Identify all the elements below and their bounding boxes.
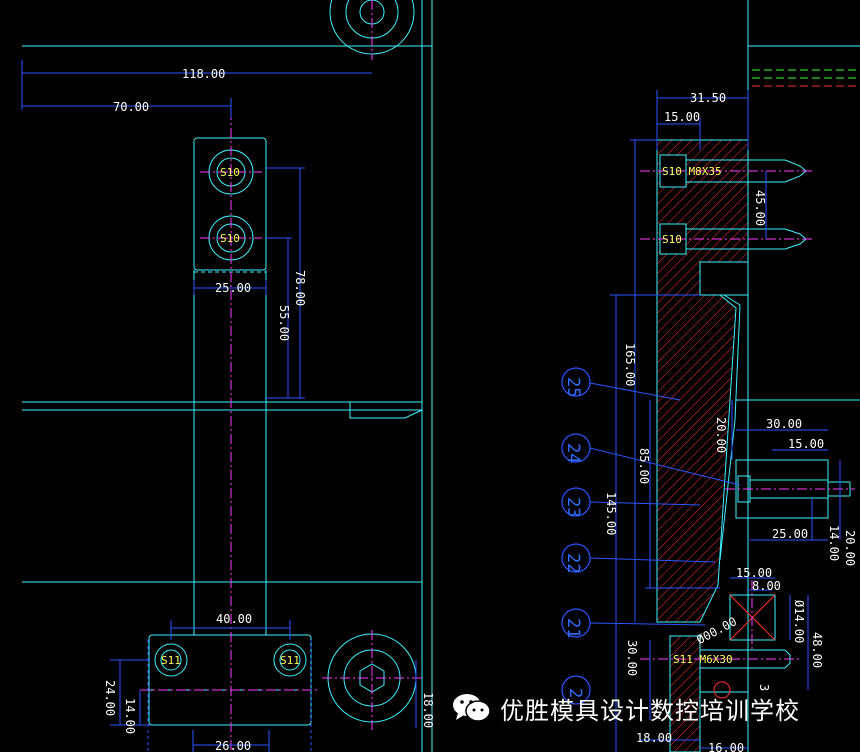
- dim-14: 14.00: [123, 698, 137, 734]
- left-view: [22, 0, 433, 752]
- screw-label-s10-upper: S10: [220, 166, 240, 179]
- balloon-25: 25: [563, 377, 583, 397]
- screw-label-s10-m8x35: S10 M8X35: [662, 165, 722, 178]
- dim-30: 30.00: [766, 417, 802, 431]
- dim-55: 55.00: [277, 305, 291, 341]
- balloon-21: 21: [563, 618, 583, 638]
- dim-16: 16.00: [708, 741, 744, 752]
- balloon-24: 24: [563, 443, 583, 463]
- dim-14-r: 14.00: [827, 525, 841, 561]
- dim-18: 18.00: [421, 692, 435, 728]
- wechat-icon: [453, 694, 491, 722]
- dim-15-top: 15.00: [664, 110, 700, 124]
- part-balloons: [561, 367, 591, 705]
- dim-phi-14: Ø14.00: [792, 600, 806, 643]
- dim-165: 165.00: [623, 343, 637, 386]
- left-dimension-lines: [21, 60, 417, 752]
- screw-label-s11-right: S11: [280, 654, 300, 667]
- watermark-text: 优胜模具设计数控培训学校: [500, 696, 800, 725]
- dim-15-b: 15.00: [788, 437, 824, 451]
- balloon-23: 23: [563, 497, 583, 517]
- dim-18-r: 18.00: [636, 731, 672, 745]
- dim-48: 48.00: [810, 632, 824, 668]
- balloon-22: 22: [563, 553, 583, 573]
- dim-15-c: 15.00: [736, 566, 772, 580]
- dim-31-50: 31.50: [690, 91, 726, 105]
- left-centerlines: [140, 0, 422, 752]
- dim-8: 8.00: [752, 579, 781, 593]
- leader-lines: [589, 382, 741, 626]
- dim-3: 3: [757, 684, 771, 691]
- screw-label-s10-lower: S10: [220, 232, 240, 245]
- watermark: 优胜模具设计数控培训学校: [452, 690, 800, 726]
- dim-145: 145.00: [604, 492, 618, 535]
- dim-70: 70.00: [113, 100, 149, 114]
- dim-24: 24.00: [103, 680, 117, 716]
- dim-40: 40.00: [216, 612, 252, 626]
- dim-85: 85.00: [637, 448, 651, 484]
- dim-20-b: 20.00: [843, 530, 857, 566]
- dim-20-a: 20.00: [714, 417, 728, 453]
- screw-label-s11-m6x30: S11 M6X30: [673, 653, 733, 666]
- dim-25-r: 25.00: [772, 527, 808, 541]
- balloon-2: 2: [565, 688, 585, 698]
- screw-label-s10-right: S10: [662, 233, 682, 246]
- right-dimension-lines: [610, 90, 841, 752]
- screw-label-s11-left: S11: [161, 654, 181, 667]
- dim-26: 26.00: [215, 739, 251, 752]
- right-view: [656, 0, 860, 752]
- right-centerlines: [640, 170, 855, 660]
- dim-25: 25.00: [215, 281, 251, 295]
- dim-78: 78.00: [293, 270, 307, 306]
- dim-118: 118.00: [182, 67, 225, 81]
- dim-45: 45.00: [753, 190, 767, 226]
- dim-30-v: 30.00: [625, 640, 639, 676]
